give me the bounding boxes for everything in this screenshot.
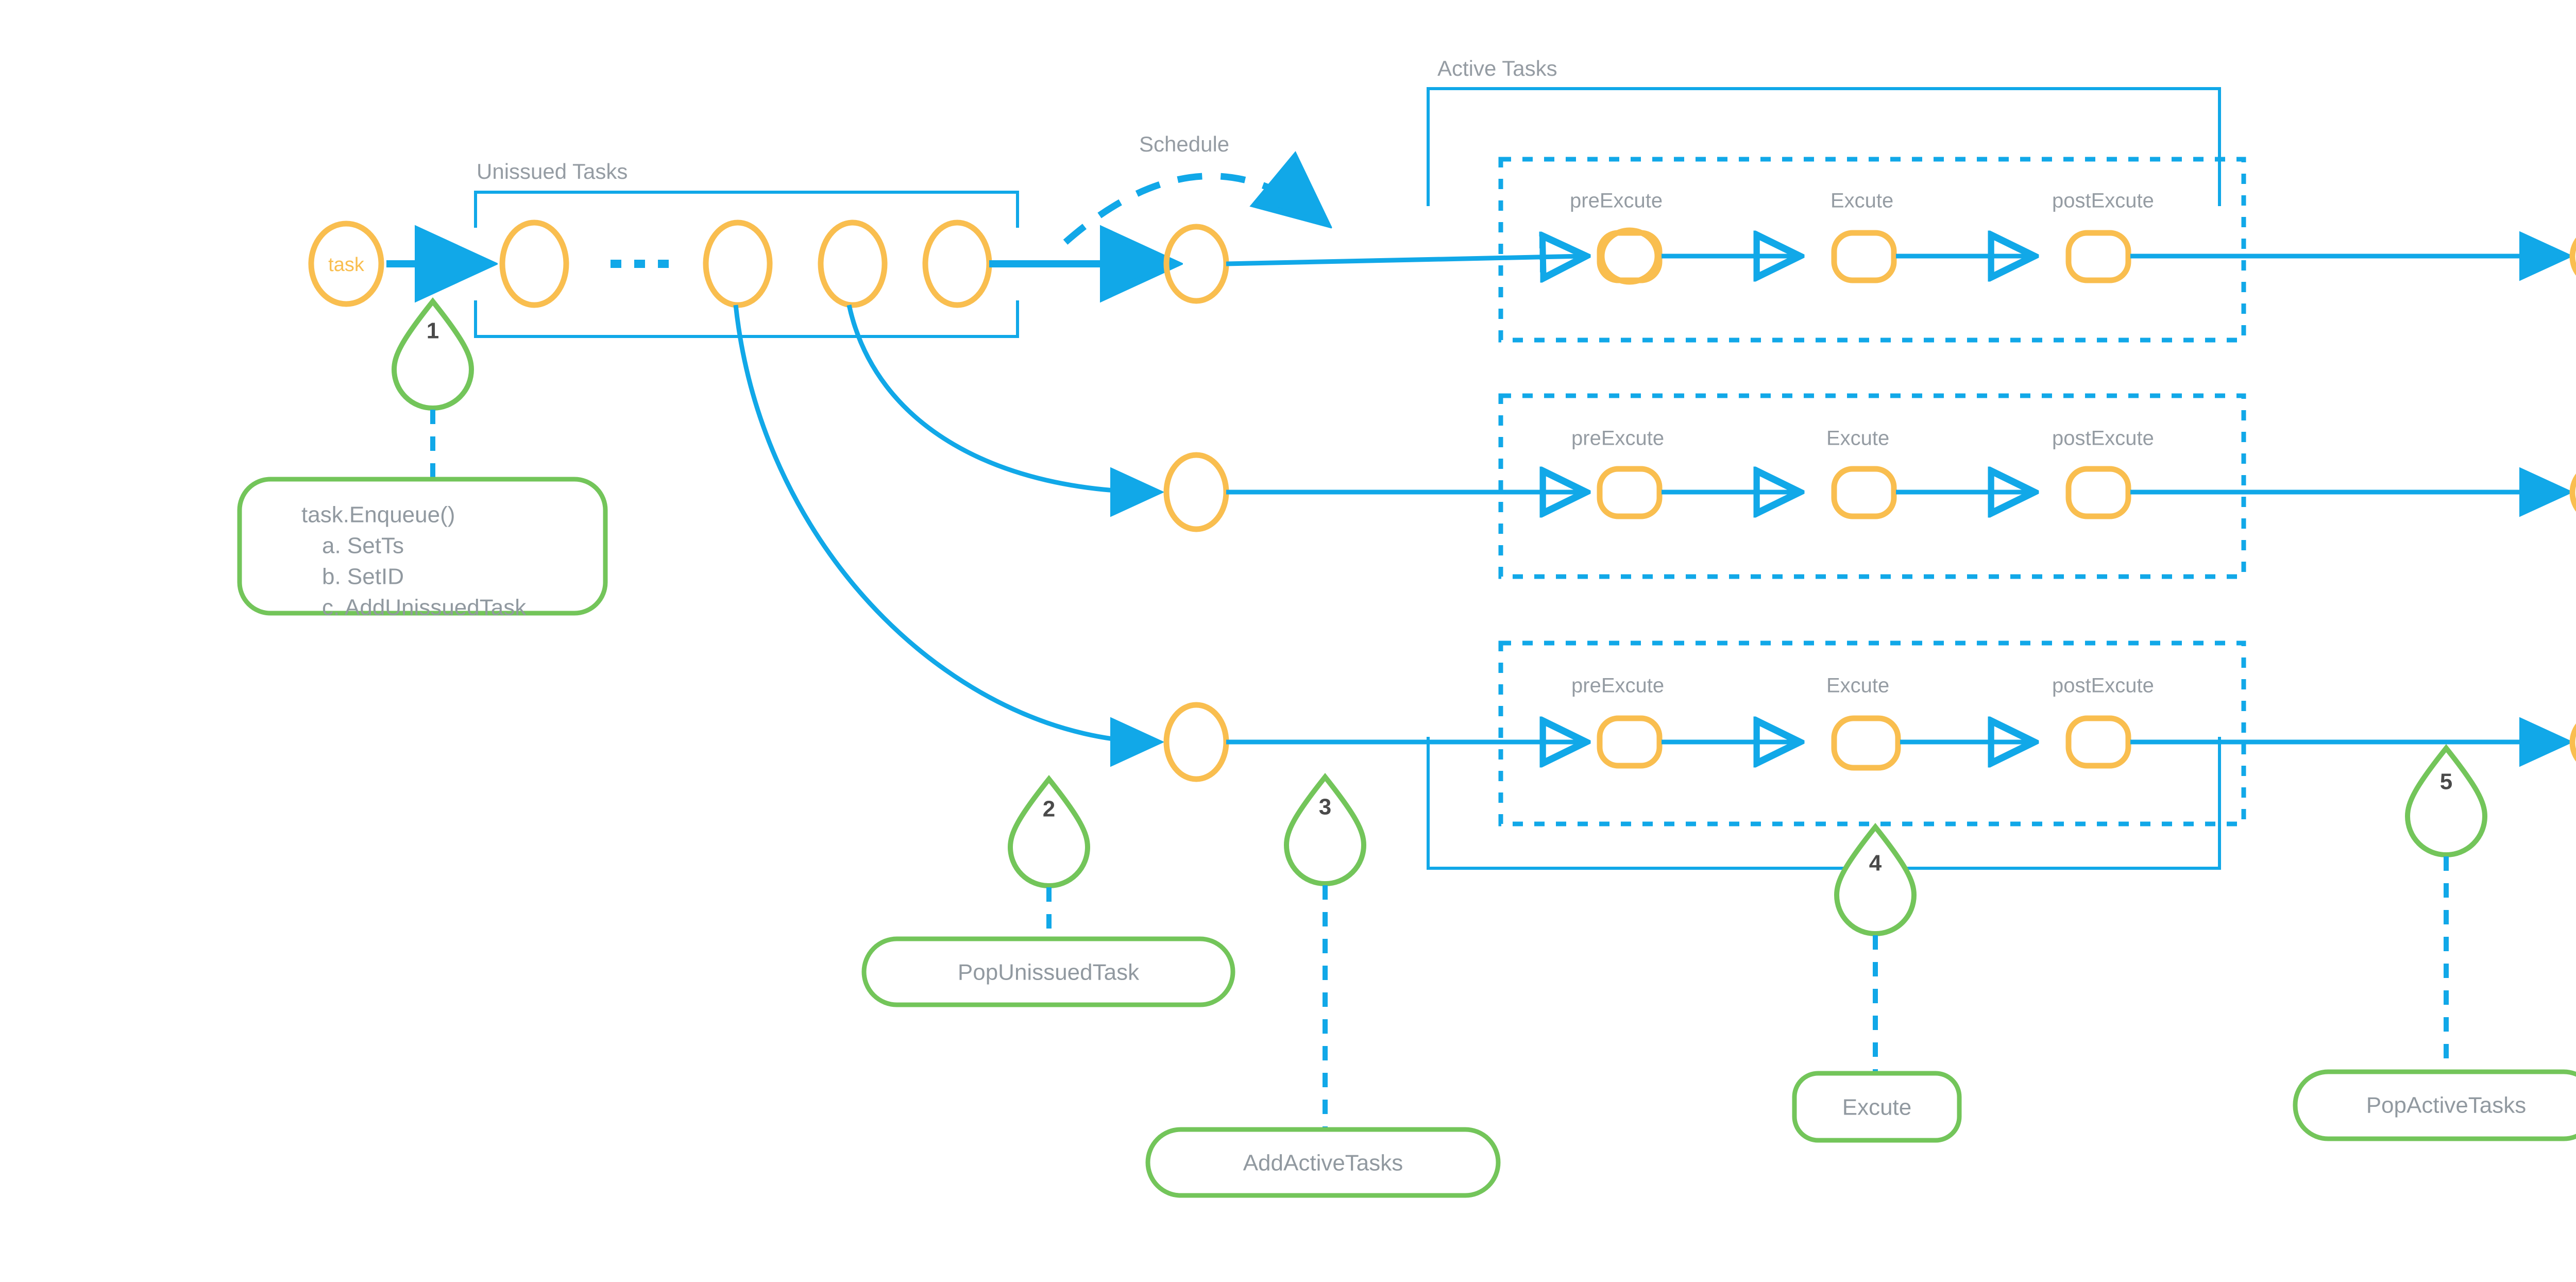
terminal-node-row2[interactable] bbox=[2569, 464, 2576, 521]
schedule-node-row3[interactable] bbox=[1163, 702, 1229, 782]
pipeline-row-2: preExcute Excute postExcute bbox=[1226, 393, 2576, 579]
marker-3-number: 3 bbox=[1319, 795, 1331, 820]
pipeline-row-2-dashed-box bbox=[1498, 393, 2246, 579]
task-node-shape bbox=[308, 221, 384, 307]
callout-pop-active[interactable]: PopActiveTasks bbox=[2293, 1069, 2576, 1141]
pipeline-row-2-stage-label-1: Excute bbox=[1826, 427, 1889, 450]
pipeline-row-3-stage-label-0: preExcute bbox=[1571, 674, 1664, 697]
pipeline-row-1-stage-label-0: preExcute bbox=[1570, 190, 1663, 212]
callout-excute-box bbox=[1792, 1071, 1962, 1143]
pipeline-row-2-node-2[interactable] bbox=[2065, 466, 2131, 519]
edge-row1-entry bbox=[1226, 256, 1584, 264]
callout-add-active[interactable]: AddActiveTasks bbox=[1145, 1127, 1501, 1198]
marker-2-group[interactable]: 2 bbox=[1007, 774, 1091, 951]
marker-1-number: 1 bbox=[427, 318, 439, 344]
queue-ellipsis-icon bbox=[611, 260, 669, 268]
task-source-node[interactable]: task bbox=[308, 221, 384, 307]
pipeline-row-1-node-0[interactable] bbox=[1599, 227, 1660, 285]
pipeline-row-1-stage-label-2: postExcute bbox=[2052, 190, 2154, 212]
unissued-tasks-bracket bbox=[474, 191, 1019, 338]
queue-node-2[interactable] bbox=[703, 220, 773, 308]
task-node-label: task bbox=[328, 254, 365, 276]
pipeline-row-3-dashed-box bbox=[1498, 640, 2246, 826]
edge-queue-to-row2 bbox=[846, 305, 1157, 492]
callout-excute[interactable]: Excute bbox=[1792, 1071, 1962, 1143]
pipeline-row-2-stage-label-2: postExcute bbox=[2052, 427, 2154, 450]
pipeline-row-3-stage-label-2: postExcute bbox=[2052, 674, 2154, 697]
queue-node-4[interactable] bbox=[922, 220, 992, 308]
callout-excute-label: Excute bbox=[1842, 1095, 1912, 1120]
marker-1-group[interactable]: 1 bbox=[391, 297, 474, 479]
marker-1-teardrop bbox=[391, 297, 474, 411]
active-tasks-bracket bbox=[1427, 87, 2221, 870]
callout-enqueue-box bbox=[237, 477, 608, 616]
marker-3-teardrop bbox=[1283, 772, 1367, 886]
callout-enqueue-line-3: c. AddUnissuedTask bbox=[322, 595, 527, 620]
callout-enqueue[interactable]: task.Enqueue() a. SetTs b. SetID c. AddU… bbox=[237, 477, 608, 620]
pipeline-row-3: preExcute Excute postExcute bbox=[1226, 640, 2576, 826]
callout-add-active-box bbox=[1145, 1127, 1501, 1198]
marker-5-teardrop bbox=[2404, 744, 2488, 857]
section-label-unissued-tasks: Unissued Tasks bbox=[477, 159, 628, 183]
schedule-dashed-arc-arrow bbox=[1063, 176, 1324, 245]
marker-5-group[interactable]: 5 bbox=[2404, 744, 2488, 1074]
marker-4-group[interactable]: 4 bbox=[1834, 822, 1917, 1077]
pipeline-row-2-node-1[interactable] bbox=[1831, 466, 1897, 519]
pipeline-row-3-node-2[interactable] bbox=[2065, 715, 2131, 769]
marker-4-teardrop bbox=[1834, 822, 1917, 936]
section-label-schedule: Schedule bbox=[1139, 132, 1229, 156]
pipeline-row-1-node-1[interactable] bbox=[1831, 230, 1897, 283]
callout-enqueue-line-1: a. SetTs bbox=[322, 533, 404, 559]
marker-2-teardrop bbox=[1007, 774, 1091, 888]
pipeline-row-1-dashed-box bbox=[1498, 157, 2246, 343]
terminal-node-row1[interactable] bbox=[2569, 228, 2576, 285]
marker-4-number: 4 bbox=[1869, 851, 1882, 876]
schedule-node-row1-shape bbox=[1163, 224, 1229, 304]
schedule-node-row1[interactable] bbox=[1163, 224, 1229, 304]
marker-2-number: 2 bbox=[1043, 797, 1055, 822]
callout-pop-unissued[interactable]: PopUnissuedTask bbox=[861, 936, 1235, 1007]
callout-enqueue-line-2: b. SetID bbox=[322, 564, 404, 589]
queue-node-3[interactable] bbox=[818, 220, 888, 308]
pipeline-row-1-node-0-shape bbox=[1597, 230, 1663, 283]
pipeline-row-3-stage-label-1: Excute bbox=[1826, 674, 1889, 697]
pipeline-row-3-node-0[interactable] bbox=[1597, 715, 1663, 769]
schedule-node-row2[interactable] bbox=[1163, 452, 1229, 532]
schedule-node-row2-shape bbox=[1163, 452, 1229, 532]
callout-add-active-label: AddActiveTasks bbox=[1243, 1151, 1403, 1176]
callout-pop-active-box bbox=[2293, 1069, 2576, 1141]
terminal-node-row3[interactable] bbox=[2569, 714, 2576, 771]
pipeline-row-1: preExcute Excute postExcute bbox=[1226, 157, 2576, 343]
schedule-node-row3-shape bbox=[1163, 702, 1229, 782]
edge-queue-to-row3 bbox=[733, 305, 1157, 742]
callout-pop-active-label: PopActiveTasks bbox=[2366, 1093, 2527, 1118]
pipeline-row-2-stage-label-0: preExcute bbox=[1571, 427, 1664, 450]
section-label-active-tasks: Active Tasks bbox=[1437, 56, 1557, 80]
queue-node-1[interactable] bbox=[499, 220, 569, 308]
pipeline-row-3-node-1[interactable] bbox=[1831, 715, 1901, 771]
marker-3-group[interactable]: 3 bbox=[1283, 772, 1367, 1136]
pipeline-row-2-node-0[interactable] bbox=[1597, 466, 1663, 519]
callout-enqueue-line-0: task.Enqueue() bbox=[301, 502, 455, 528]
marker-5-number: 5 bbox=[2440, 769, 2452, 795]
pipeline-row-1-stage-label-1: Excute bbox=[1831, 190, 1893, 212]
unissued-queue-nodes bbox=[499, 220, 992, 308]
callout-pop-unissued-box bbox=[861, 936, 1235, 1007]
callout-pop-unissued-label: PopUnissuedTask bbox=[958, 960, 1140, 985]
pipeline-row-1-node-2[interactable] bbox=[2065, 230, 2131, 283]
